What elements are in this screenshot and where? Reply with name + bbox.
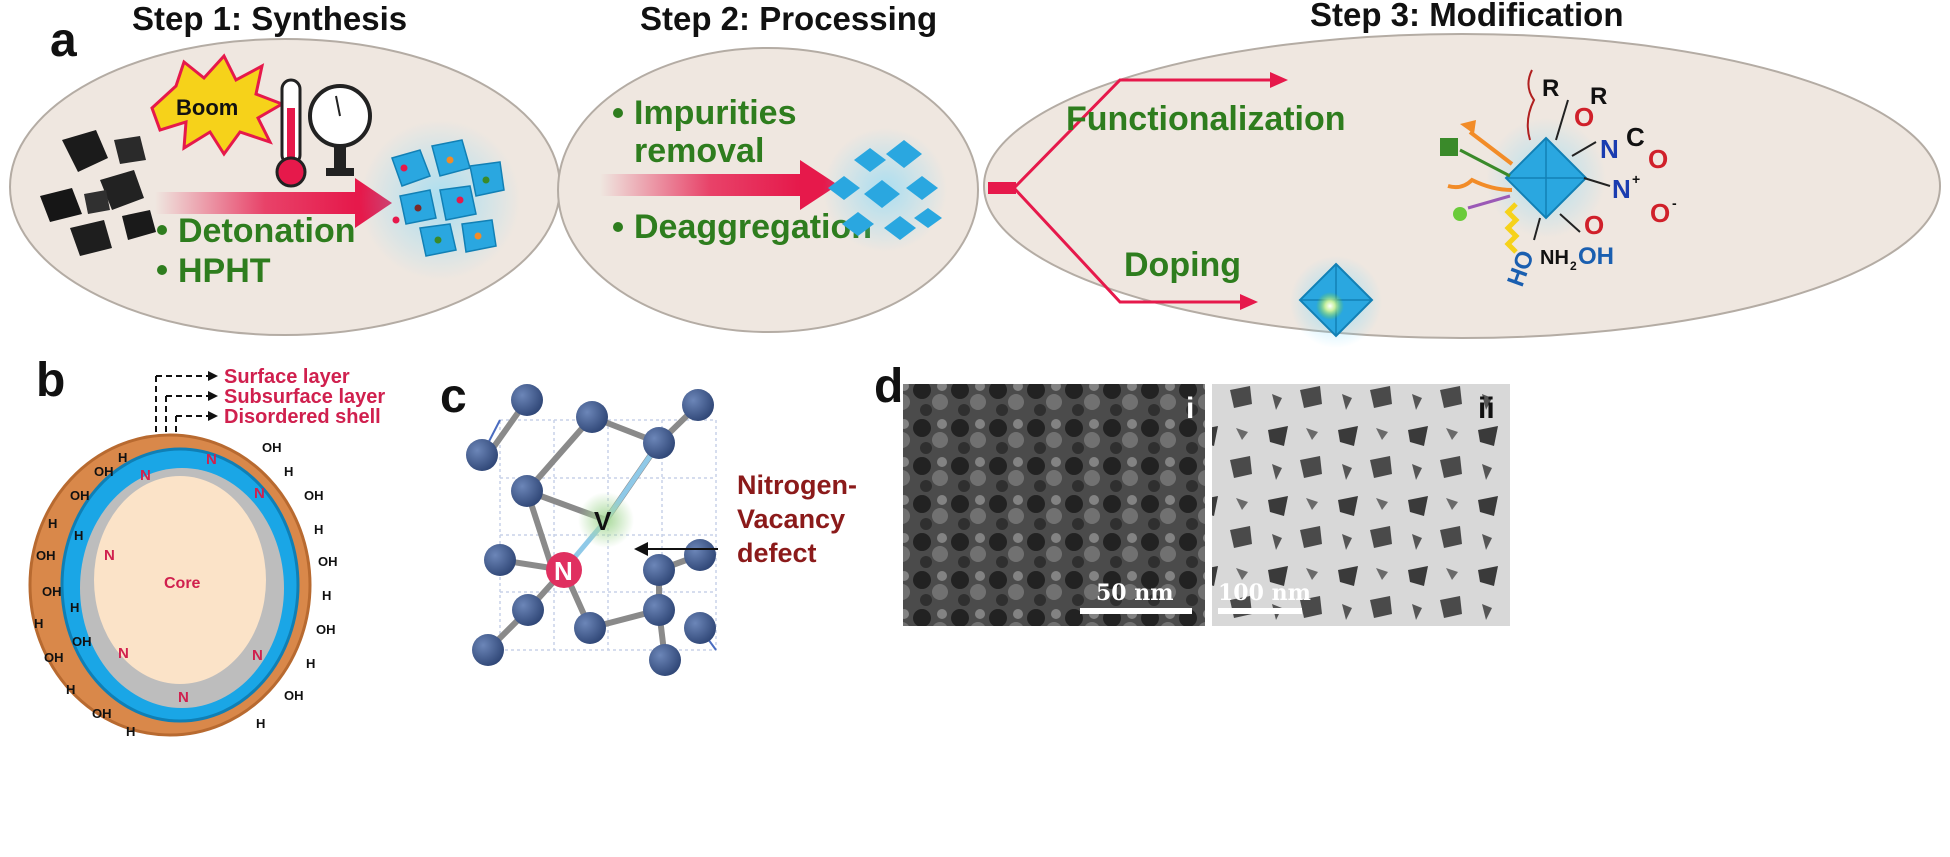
scale-label-i: 50 nm — [1096, 580, 1174, 606]
boom-burst-icon: Boom — [150, 53, 286, 157]
svg-text:H: H — [66, 682, 75, 697]
group-r1: R — [1542, 75, 1559, 102]
bullet-dot — [157, 225, 167, 235]
svg-text:H: H — [256, 716, 265, 731]
graphite-cluster — [40, 130, 156, 256]
core-label: Core — [164, 575, 201, 592]
bullet-dot — [613, 222, 623, 232]
svg-text:OH: OH — [92, 706, 112, 721]
panel-a-letter: a — [50, 14, 77, 67]
group-oh: OH — [1578, 243, 1614, 270]
group-r2: R — [1590, 83, 1607, 110]
vacancy-label: V — [594, 506, 612, 536]
svg-text:OH: OH — [42, 584, 62, 599]
subsurface-layer-label: Subsurface layer — [224, 386, 385, 408]
tem-tag-ii: ii — [1478, 392, 1495, 425]
bullet-dot — [157, 265, 167, 275]
nv-label-line2: Vacancy — [737, 504, 845, 534]
svg-text:OH: OH — [316, 622, 336, 637]
defect-pointer-head — [634, 542, 648, 556]
deaggregated-diamonds — [823, 128, 947, 252]
bullet-dot — [613, 108, 623, 118]
tem-image-ii: ii 100 nm — [1212, 384, 1510, 626]
svg-text:H: H — [126, 724, 135, 739]
surface-groups: OH H OH H OH OH H OH H OH H H H OH OH H … — [34, 440, 338, 739]
svg-text:H: H — [74, 528, 83, 543]
bullet-impurities: Impurities — [634, 94, 796, 132]
step3-title: Step 3: Modification — [1310, 0, 1624, 33]
svg-text:H: H — [118, 450, 127, 465]
svg-text:H: H — [306, 656, 315, 671]
svg-text:H: H — [70, 600, 79, 615]
group-o1: O — [1574, 102, 1594, 132]
svg-text:OH: OH — [284, 688, 304, 703]
svg-text:OH: OH — [72, 634, 92, 649]
nitrogen-atom: N — [140, 467, 151, 484]
processing-arrow — [600, 160, 838, 210]
svg-text:OH: OH — [36, 548, 56, 563]
functionalization-label: Functionalization — [1066, 100, 1346, 138]
group-plus: + — [1632, 171, 1640, 187]
svg-text:OH: OH — [94, 464, 114, 479]
disordered-shell-label: Disordered shell — [224, 406, 381, 428]
group-n1: N — [1600, 134, 1619, 164]
panel-b-letter: b — [36, 354, 65, 407]
step2-title: Step 2: Processing — [640, 0, 937, 37]
modification-branch-arrows — [988, 72, 1288, 310]
nanodiamond-cross-section — [28, 433, 312, 737]
group-sub2: 2 — [1570, 259, 1577, 273]
group-o2: O — [1648, 144, 1668, 174]
nitrogen-atom: N — [252, 647, 263, 664]
bullet-hpht: HPHT — [178, 252, 271, 290]
nitrogen-atom: N — [178, 689, 189, 706]
svg-text:OH: OH — [262, 440, 282, 455]
svg-text:H: H — [322, 588, 331, 603]
bullet-detonation: Detonation — [178, 212, 356, 250]
scale-bar-i — [1080, 608, 1192, 614]
nanodiamond-cluster — [360, 120, 520, 280]
nv-label-line1: Nitrogen- — [737, 470, 857, 500]
layer-leader-lines — [155, 371, 218, 438]
panel-c-letter: c — [440, 370, 467, 423]
pressure-gauge-icon — [308, 84, 372, 176]
group-minus: - — [1672, 195, 1677, 211]
surface-layer-label: Surface layer — [224, 366, 350, 388]
scale-bar-ii — [1218, 608, 1302, 614]
nitrogen-atom: N — [104, 547, 115, 564]
svg-text:H: H — [314, 522, 323, 537]
svg-text:OH: OH — [304, 488, 324, 503]
step1-title: Step 1: Synthesis — [132, 0, 407, 37]
nitrogen-label-c: N — [554, 556, 573, 586]
nv-label-line3: defect — [737, 538, 817, 568]
nitrogen-atom: N — [118, 645, 129, 662]
nitrogen-atom-c — [546, 552, 582, 588]
vacancy-site — [578, 492, 634, 548]
panel-d-letter: d — [874, 360, 903, 413]
tem-image-i: i 50 nm — [903, 384, 1205, 626]
nitrogen-atom: N — [206, 451, 217, 468]
nitrogen-atom: N — [254, 485, 265, 502]
tem-tag-i: i — [1186, 392, 1194, 425]
svg-text:OH: OH — [318, 554, 338, 569]
group-c: C — [1626, 122, 1645, 152]
doped-diamond — [1290, 256, 1382, 348]
scale-label-ii: 100 nm — [1218, 580, 1311, 606]
group-n2: N — [1612, 174, 1631, 204]
svg-text:OH: OH — [70, 488, 90, 503]
group-nh: NH — [1540, 247, 1569, 269]
group-o3: O — [1650, 198, 1670, 228]
carbon-atoms — [466, 384, 716, 676]
doping-label: Doping — [1124, 246, 1241, 284]
bullet-removal: removal — [634, 132, 764, 170]
boom-label: Boom — [176, 95, 238, 120]
group-o4: O — [1584, 210, 1604, 240]
functionalized-diamond — [1440, 69, 1611, 254]
svg-text:H: H — [34, 616, 43, 631]
thermometer-icon — [275, 78, 307, 188]
svg-text:H: H — [48, 516, 57, 531]
svg-text:H: H — [284, 464, 293, 479]
svg-text:OH: OH — [44, 650, 64, 665]
